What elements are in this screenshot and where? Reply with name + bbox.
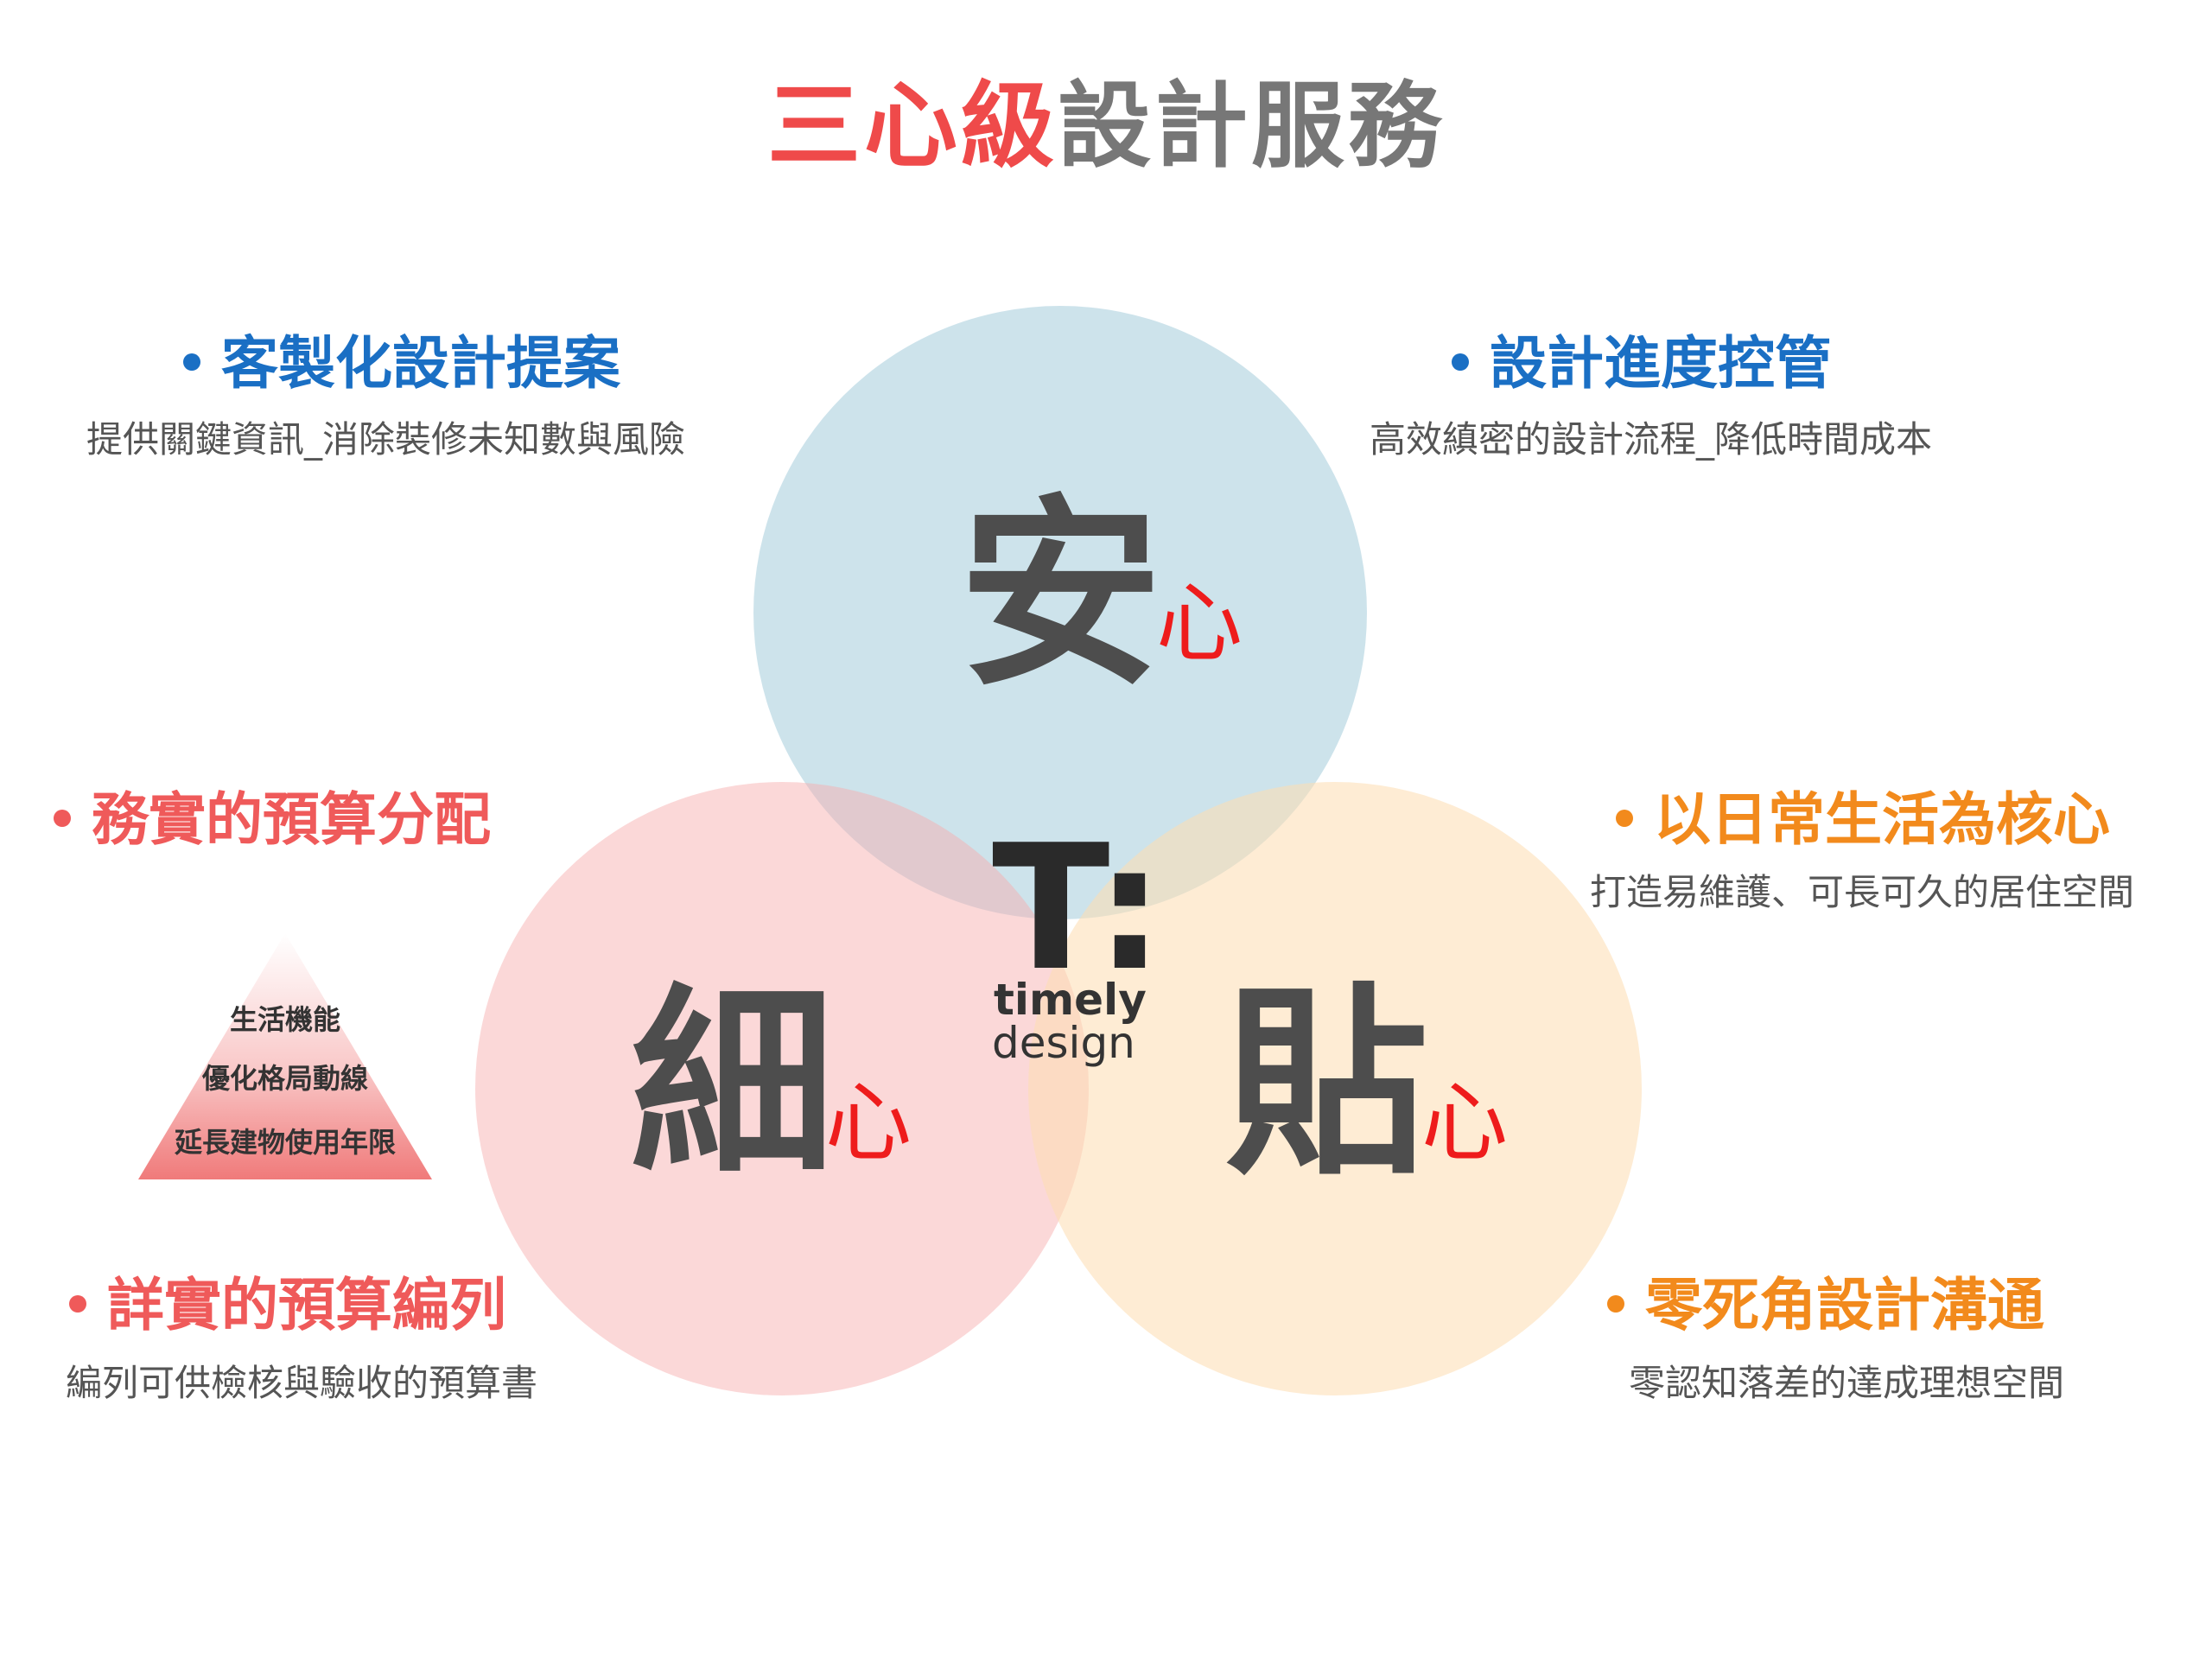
pyramid-graphic — [138, 933, 432, 1179]
circle-right-suffix: 心 — [1421, 1072, 1508, 1173]
sub-budget-detail: 編列可供檢核與驗收的預算書 — [66, 1362, 538, 1404]
pyramid-level-3: 延長建物使用年限 — [174, 1126, 396, 1159]
circle-right-char: 貼 — [1225, 967, 1428, 1203]
sub-progress-control: 高效縝密的設計流程_降低時間成本 — [1370, 418, 1933, 461]
bullet-icon — [1452, 353, 1469, 371]
title-highlight: 三心級 — [766, 73, 1058, 181]
sub-daily-life: 打造易維護、可長可久的居住空間 — [1590, 871, 2135, 913]
logo-word-timely: timely — [994, 975, 1147, 1025]
circle-left-char: 細 — [631, 967, 834, 1203]
circle-left-suffix: 心 — [825, 1072, 912, 1173]
logo-word-design: design — [992, 1018, 1135, 1068]
bullet-icon — [183, 353, 200, 371]
heading-budget-detail: 詳實的預算編列 — [69, 1277, 506, 1334]
logo-mark: T: — [992, 808, 1164, 1009]
heading-budget-allocation: 務實的預算分配 — [54, 791, 491, 849]
circle-top-suffix: 心 — [1156, 573, 1243, 674]
heading-communication: 零死角設計溝通 — [1607, 1277, 2044, 1334]
bullet-icon — [1607, 1294, 1624, 1313]
heading-progress-control: 設計進度控管 — [1452, 335, 1832, 392]
circle-left — [475, 782, 1089, 1395]
heading-daily-life: 以日常生活為核心 — [1616, 791, 2110, 849]
page-title: 三心級設計服務 — [0, 73, 2212, 181]
sub-communication: 零認知落差的達成理想空間 — [1629, 1362, 2065, 1404]
title-rest: 設計服務 — [1058, 73, 1446, 181]
bullet-icon — [54, 809, 71, 827]
heading-custom-proposal: 客製化設計提案 — [183, 335, 620, 392]
pyramid-level-2: 優化格局動線 — [201, 1062, 368, 1095]
bullet-icon — [69, 1294, 86, 1313]
pyramid-shape — [138, 933, 432, 1179]
pyramid-level-1: 生活機能 — [229, 1003, 340, 1036]
bullet-icon — [1616, 809, 1633, 827]
sub-custom-proposal: 提供關鍵資訊_消除裝修未知數與風險 — [86, 418, 686, 461]
circle-right — [1028, 782, 1642, 1395]
circle-top-char: 安 — [959, 478, 1162, 714]
